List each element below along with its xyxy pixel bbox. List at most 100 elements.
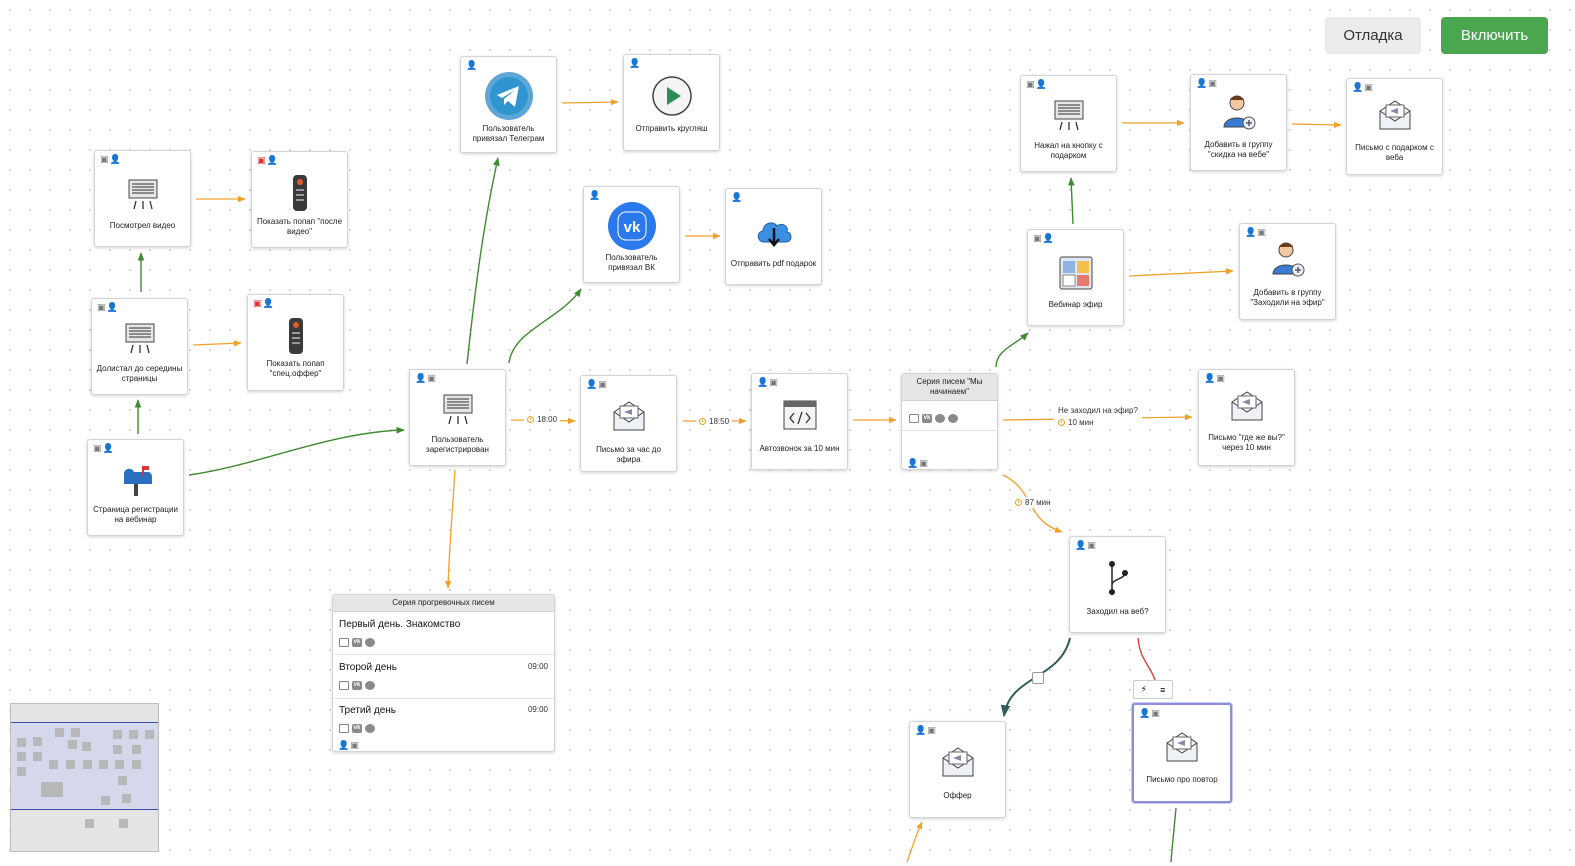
node-tags: 👤▣ <box>415 373 437 383</box>
node-add-group-live[interactable]: 👤▣ Добавить в группу "Заходили на эфир" <box>1239 223 1336 320</box>
node-label: Пользователь привязал ВК <box>605 253 658 272</box>
vk-icon: vk <box>352 681 362 691</box>
node-letter-where[interactable]: 👤▣ Письмо "где же вы?" через 10 мин <box>1198 369 1295 466</box>
node-label: Оффер <box>943 791 972 800</box>
envelope-megaphone-icon <box>613 401 644 431</box>
node-label: Письмо с подарком с веба <box>1355 143 1434 162</box>
timer-label[interactable]: 18:50 <box>696 416 733 427</box>
node-offer[interactable]: 👤▣ Оффер <box>909 721 1006 818</box>
page-scroll-icon <box>1054 100 1083 131</box>
channel-icons: vk <box>339 720 378 738</box>
node-registration-page[interactable]: ▣👤 Страница регистрации на вебинар <box>87 439 184 536</box>
node-user-registered[interactable]: 👤▣ Пользователь зарегистрирован <box>409 369 506 466</box>
menu-icon[interactable]: ≡ <box>1160 684 1166 695</box>
node-tags: 👤 <box>466 60 479 70</box>
minimap[interactable] <box>10 703 159 852</box>
node-label: Автозвонок за 10 мин <box>759 444 840 453</box>
node-label: Посмотрел видео <box>109 221 176 230</box>
mail-icon <box>339 681 349 691</box>
clock-icon <box>1015 499 1022 506</box>
series-item-title: Третий день <box>339 705 396 716</box>
edge <box>1128 268 1234 277</box>
timer-value: 87 мин <box>1025 498 1051 507</box>
envelope-megaphone-icon <box>1231 391 1262 421</box>
node-tags: 👤▣ <box>907 458 929 468</box>
node-tags: 👤▣ <box>1204 373 1226 383</box>
node-tags: 👤▣ <box>586 379 608 389</box>
node-tags: 👤▣ <box>1075 540 1097 550</box>
node-label: Вебинар эфир <box>1048 300 1103 309</box>
node-add-group-discount[interactable]: 👤▣ Добавить в группу "скидка на вебе" <box>1190 74 1287 171</box>
timer-label[interactable]: 87 мин <box>1012 497 1054 508</box>
telegram-icon <box>935 414 945 424</box>
node-telegram-linked[interactable]: 👤 Пользователь привязал Телеграм <box>460 56 557 153</box>
enable-button[interactable]: Включить <box>1441 17 1548 54</box>
telegram-icon <box>484 72 533 120</box>
node-label: Отправить кругляш <box>635 124 708 133</box>
node-tags: 👤▣ <box>757 377 779 387</box>
remote-icon <box>292 175 307 211</box>
node-label: Серия писем "Мы начинаем" <box>902 374 997 401</box>
series-item[interactable]: Первый день. Знакомство vk <box>339 615 548 653</box>
edge <box>1291 121 1342 128</box>
series-item[interactable]: Второй день 09:00 vk <box>339 658 548 696</box>
node-letter-gift[interactable]: 👤▣ Письмо с подарком с веба <box>1346 78 1443 175</box>
node-label: Страница регистрации на вебинар <box>93 505 178 524</box>
mail-icon <box>339 638 349 648</box>
node-tags: 👤 <box>731 192 744 202</box>
timer-label[interactable]: 18:00 <box>524 414 561 425</box>
play-icon <box>651 76 692 116</box>
node-tags: ▣👤 <box>100 154 122 164</box>
telegram-icon <box>365 638 375 648</box>
node-tags: ▣👤 <box>97 302 119 312</box>
node-label: Письмо про повтор <box>1146 775 1218 784</box>
node-send-pdf[interactable]: 👤 Отправить pdf подарок <box>725 188 822 285</box>
node-letter-hour-before[interactable]: 👤▣ Письмо за час до эфира <box>580 375 677 472</box>
edge-handle[interactable] <box>1032 672 1044 684</box>
chat-icon <box>948 414 958 424</box>
add-user-icon <box>1222 95 1255 130</box>
node-pressed-gift-button[interactable]: ▣👤 Нажал на кнопку с подарком <box>1020 75 1117 172</box>
node-letter-repeat[interactable]: 👤▣ Письмо про повтор <box>1132 703 1232 803</box>
edge <box>561 99 619 106</box>
clock-icon <box>527 416 534 423</box>
video-call-icon <box>1059 256 1092 290</box>
timer-value: 10 мин <box>1068 418 1094 427</box>
add-user-icon <box>1271 242 1304 277</box>
edge <box>445 469 456 589</box>
node-scrolled-middle[interactable]: ▣👤 Долистал до середины страницы <box>91 298 188 395</box>
code-window-icon <box>783 400 816 430</box>
mail-icon <box>339 724 349 734</box>
channel-icons: vk <box>909 410 961 428</box>
series-item[interactable]: Третий день 09:00 vk <box>339 701 548 739</box>
condition-label[interactable]: Не заходил на эфир? 10 мин <box>1054 405 1142 428</box>
node-label: Отправить pdf подарок <box>730 259 817 268</box>
node-tags: 👤▣ <box>1196 78 1218 88</box>
node-mini-toolbar[interactable]: ⚡ ≡ <box>1133 680 1173 699</box>
edge <box>508 288 582 364</box>
envelope-megaphone-icon <box>942 747 973 777</box>
node-tags: 👤 <box>629 58 642 68</box>
node-label: Заходил на веб? <box>1086 607 1149 616</box>
node-webinar-live[interactable]: ▣👤 Вебинар эфир <box>1027 229 1124 326</box>
node-label: Показать попап "спец.оффер" <box>266 359 325 378</box>
node-vk-linked[interactable]: 👤 vk Пользователь привязал ВК <box>583 186 680 283</box>
mailbox-icon <box>123 466 152 496</box>
node-popup-after-video[interactable]: ▣👤 Показать попап "после видео" <box>251 151 348 248</box>
node-watched-video[interactable]: ▣👤 Посмотрел видео <box>94 150 191 247</box>
debug-button[interactable]: Отладка <box>1325 17 1421 54</box>
node-warmup-series[interactable]: Серия прогревочных писем Первый день. Зн… <box>332 594 555 752</box>
node-tags: 👤▣ <box>1245 227 1267 237</box>
node-series-start[interactable]: Серия писем "Мы начинаем" vk 👤▣ <box>901 373 998 470</box>
lightning-icon[interactable]: ⚡ <box>1140 684 1147 694</box>
node-tags: 👤▣ <box>1139 708 1161 718</box>
node-autocall[interactable]: 👤▣ Автозвонок за 10 мин <box>751 373 848 470</box>
node-popup-offer[interactable]: ▣👤 Показать попап "спец.оффер" <box>247 294 344 391</box>
node-label: Письмо за час до эфира <box>596 445 661 464</box>
node-entered-web[interactable]: 👤▣ Заходил на веб? <box>1069 536 1166 633</box>
condition-text: Не заходил на эфир? <box>1058 406 1138 415</box>
vk-icon: vk <box>352 638 362 648</box>
remote-icon <box>288 318 303 354</box>
node-label: Показать попап "после видео" <box>256 217 343 236</box>
node-send-circle[interactable]: 👤 Отправить кругляш <box>623 54 720 151</box>
